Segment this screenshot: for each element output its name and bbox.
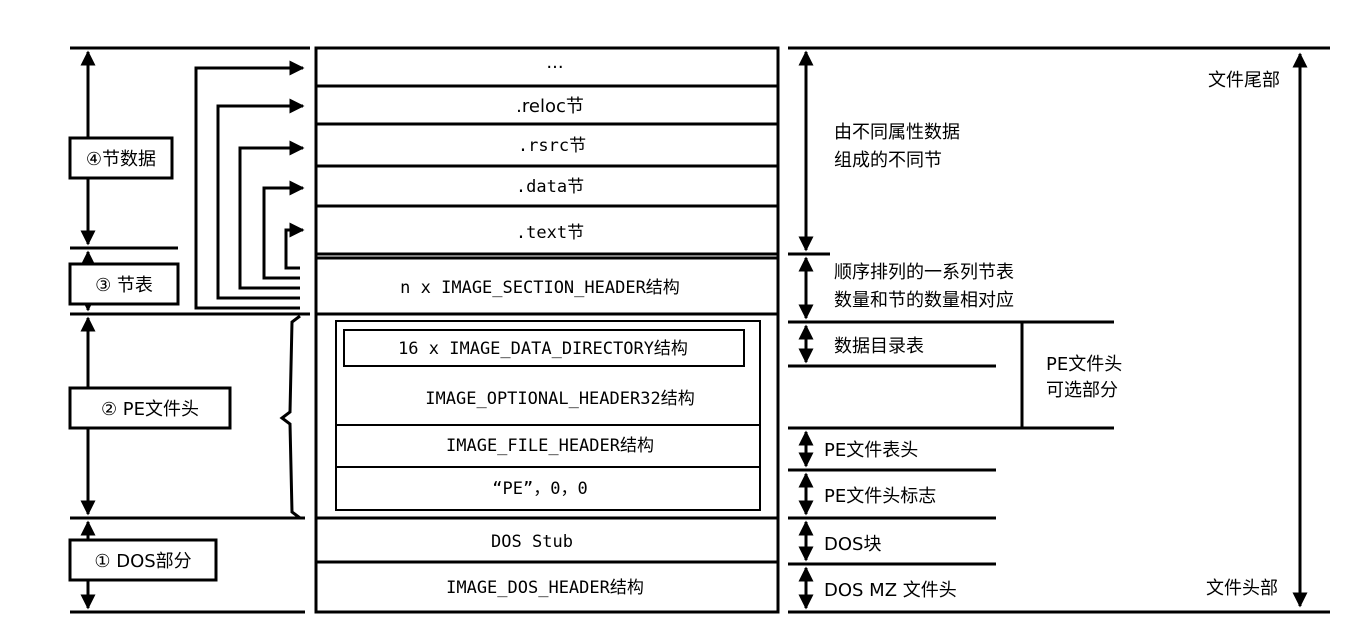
- label-table-desc-1: 顺序排列的一系列节表: [834, 262, 1014, 283]
- block-data: .data节: [516, 177, 584, 197]
- block-file-header: IMAGE_FILE_HEADER结构: [446, 436, 654, 456]
- block-rsrc: .rsrc节: [518, 136, 586, 156]
- label-dos-part: ① DOS部分: [94, 551, 191, 572]
- right-labels: 文件尾部 由不同属性数据 组成的不同节 顺序排列的一系列节表 数量和节的数量相对…: [824, 70, 1280, 601]
- label-sections-desc-1: 由不同属性数据: [834, 122, 960, 143]
- label-data-dir-table: 数据目录表: [834, 336, 924, 357]
- label-pe-signature: PE文件头标志: [824, 486, 936, 507]
- label-file-start: 文件头部: [1206, 578, 1278, 599]
- center-labels: ··· .reloc节 .rsrc节 .data节 .text节 n x IMA…: [398, 57, 695, 598]
- label-section-data: ④节数据: [86, 149, 156, 170]
- block-text: .text节: [516, 223, 584, 243]
- block-dos-stub: DOS Stub: [491, 532, 573, 552]
- block-section-header: n x IMAGE_SECTION_HEADER结构: [400, 278, 680, 298]
- label-section-table: ③ 节表: [95, 275, 153, 296]
- label-pe-header: ② PE文件头: [101, 399, 199, 420]
- label-dos-block: DOS块: [824, 534, 881, 555]
- block-dos-header: IMAGE_DOS_HEADER结构: [446, 578, 644, 598]
- block-ellipsis: ···: [546, 57, 563, 78]
- right-vertical-arrows: [798, 50, 1308, 610]
- left-label-boxes: ④节数据 ③ 节表 ② PE文件头 ① DOS部分: [68, 136, 232, 582]
- block-data-directory: 16 x IMAGE_DATA_DIRECTORY结构: [398, 339, 688, 359]
- block-optional-header: IMAGE_OPTIONAL_HEADER32结构: [425, 389, 694, 409]
- right-region-lines: [788, 46, 1330, 614]
- label-optional-part-1: PE文件头: [1046, 354, 1122, 375]
- label-optional-part-2: 可选部分: [1046, 380, 1118, 401]
- center-structure: [314, 46, 780, 614]
- label-file-end: 文件尾部: [1208, 70, 1280, 91]
- label-table-desc-2: 数量和节的数量相对应: [834, 290, 1014, 311]
- label-pe-file-header: PE文件表头: [824, 440, 918, 461]
- block-reloc: .reloc节: [516, 96, 584, 117]
- label-dos-mz: DOS MZ 文件头: [824, 580, 957, 601]
- label-sections-desc-2: 组成的不同节: [834, 150, 942, 171]
- pe-header-brace: [279, 314, 301, 520]
- left-region-lines: [70, 46, 310, 614]
- section-pointer-arrows: [194, 60, 305, 310]
- block-signature: “PE”，0，0: [492, 479, 587, 499]
